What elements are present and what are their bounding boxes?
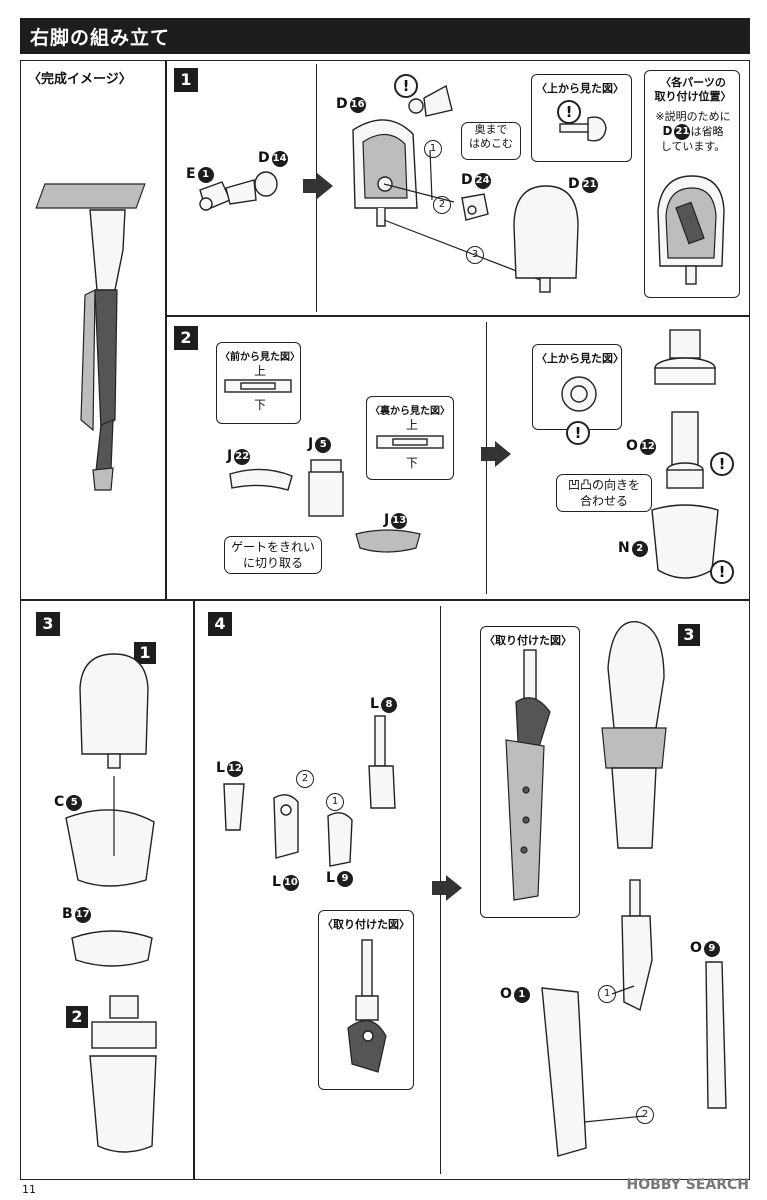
step4-part-l12 xyxy=(223,783,245,831)
step3-sleeve-c5 xyxy=(65,776,155,887)
step2-cylinder-j5 xyxy=(308,459,344,517)
step4-shin-o1 xyxy=(541,987,587,1157)
note-depth-callout: 奥まで はめこむ xyxy=(461,122,521,160)
preview-panel xyxy=(20,60,166,600)
section-header: 右脚の組み立て xyxy=(20,18,750,54)
top-view-part-illustration xyxy=(559,116,607,142)
gate-cut-note: ゲートをきれい に切り取る xyxy=(224,536,322,574)
step2-band-j22 xyxy=(229,468,293,491)
step1-cover-d21 xyxy=(513,185,579,293)
seq-1: 1 xyxy=(424,140,442,158)
step2-number: 2 xyxy=(174,326,198,350)
step2-band-j13 xyxy=(355,529,421,553)
preview-leg-illustration xyxy=(35,183,146,491)
step4-part-o9 xyxy=(705,961,727,1109)
step3-cover-part xyxy=(79,653,149,769)
step4-pin-l8 xyxy=(368,715,396,809)
step3-ring-b17 xyxy=(71,930,153,967)
step4-upper-leg-assembly xyxy=(601,621,667,849)
step4-part-l10 xyxy=(273,794,299,859)
step2-assembly-stack xyxy=(651,329,719,579)
attached-view-illustration-small xyxy=(347,939,387,1073)
attached-view-inset-large xyxy=(480,626,580,918)
step1-leader-lines xyxy=(383,149,541,281)
watermark: HOBBY SEARCH xyxy=(626,1177,749,1193)
step1-parts-e1-d14 xyxy=(199,171,278,211)
step4-part-l9 xyxy=(327,812,353,867)
seq-2: 2 xyxy=(433,196,451,214)
positions-inset xyxy=(644,70,740,298)
step4-knee-joint xyxy=(621,879,653,1012)
front-bottom-label: 下 xyxy=(254,398,267,412)
section-title: 右脚の組み立て xyxy=(30,26,171,49)
step3-base-assembly xyxy=(89,995,157,1153)
warning-icon: ! xyxy=(394,74,418,98)
align-note: 凹凸の向きを 合わせる xyxy=(556,474,652,512)
back-view-inset xyxy=(366,396,454,480)
step3-panel xyxy=(20,600,194,1180)
attached-view-inset-small xyxy=(318,910,414,1090)
warning-icon: ! xyxy=(710,560,734,584)
back-view-bar xyxy=(376,435,444,449)
seq-1: 1 xyxy=(598,985,616,1003)
step1-joint-d24 xyxy=(461,193,489,221)
back-view-title: 〈裏から見た図〉 xyxy=(370,406,450,417)
top-view-title: 〈上から見た図〉 xyxy=(536,82,624,95)
attached-view-illustration-large xyxy=(505,649,551,901)
step3-ref2: 2 xyxy=(66,1006,88,1028)
page-number: 11 xyxy=(22,1183,36,1196)
back-bottom-label: 下 xyxy=(406,456,419,470)
preview-label: 〈完成イメージ〉 xyxy=(28,72,132,87)
positions-title: 〈各パーツの 取り付け位置〉 xyxy=(654,76,732,103)
attached-view-title-large: 〈取り付けた図〉 xyxy=(484,634,572,647)
step2-top-view-title: 〈上から見た図〉 xyxy=(536,352,624,365)
step4-panel xyxy=(194,600,750,1180)
step4-number: 4 xyxy=(208,612,232,636)
back-top-label: 上 xyxy=(406,418,419,432)
seq-1: 1 xyxy=(326,793,344,811)
warning-icon: ! xyxy=(566,421,590,445)
attached-view-title-small: 〈取り付けた図〉 xyxy=(322,918,410,931)
step2-top-view-ring xyxy=(561,376,597,412)
warning-icon: ! xyxy=(710,452,734,476)
positions-shell-illustration xyxy=(657,175,725,285)
front-view-title: 〈前から見た図〉 xyxy=(220,352,300,363)
seq-2: 2 xyxy=(296,770,314,788)
step1-panel xyxy=(166,60,750,316)
step4-leader-lines xyxy=(583,985,645,1123)
front-view-inset xyxy=(216,342,301,424)
step2-panel xyxy=(166,316,750,600)
front-view-bar xyxy=(224,379,292,393)
step3-ref1: 1 xyxy=(134,642,156,664)
seq-2: 2 xyxy=(636,1106,654,1124)
step1-number: 1 xyxy=(174,68,198,92)
front-top-label: 上 xyxy=(254,364,267,378)
step4-ref3: 3 xyxy=(678,624,700,646)
warning-icon: ! xyxy=(557,100,581,124)
step1-shell-d16 xyxy=(352,119,418,227)
top-view-inset xyxy=(531,74,632,162)
step3-number: 3 xyxy=(36,612,60,636)
step1-ball-d14 xyxy=(408,84,453,117)
